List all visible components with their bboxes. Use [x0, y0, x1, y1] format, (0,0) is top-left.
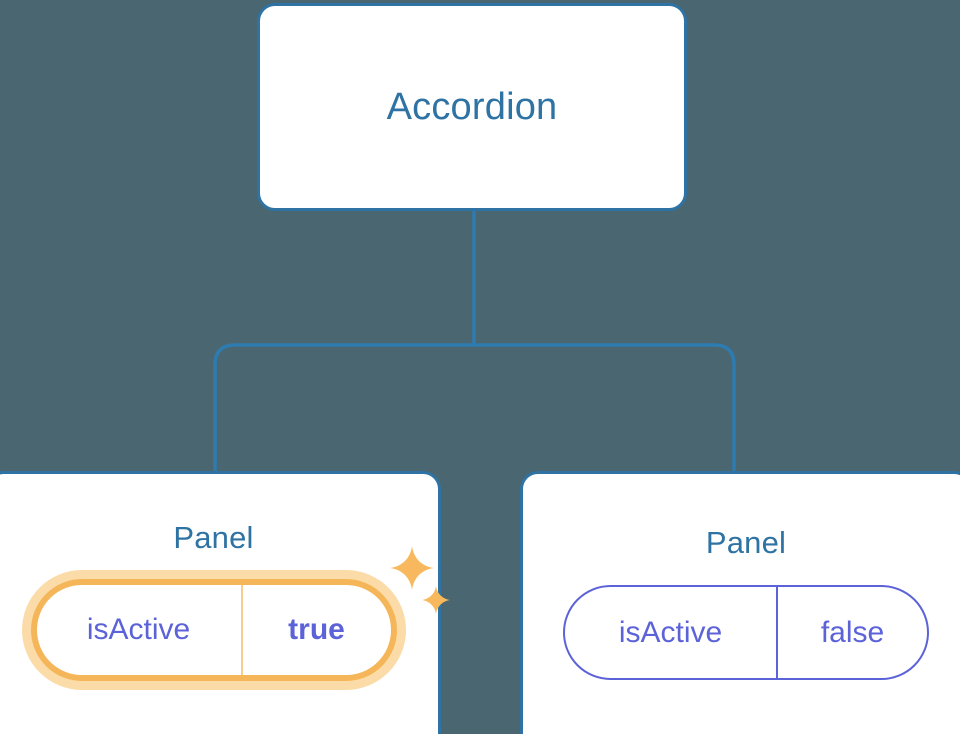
- node-accordion[interactable]: Accordion: [257, 3, 687, 211]
- prop-key: isActive: [37, 585, 243, 675]
- prop-value: true: [288, 613, 345, 646]
- node-panel-active[interactable]: Panel isActive true: [0, 471, 450, 734]
- prop-value: false: [820, 615, 885, 649]
- prop-pill-wrapper-inactive: isActive false: [563, 585, 929, 680]
- connector-branch-bus: [213, 343, 736, 471]
- prop-pill-wrapper-active: isActive true: [30, 546, 450, 681]
- sparkle-icon: [389, 546, 434, 590]
- node-panel-inactive[interactable]: Panel isActive false: [520, 471, 960, 734]
- node-title: Accordion: [386, 85, 558, 128]
- prop-pill-isactive-true[interactable]: isActive true: [30, 579, 397, 681]
- panel-title: Panel: [173, 520, 254, 555]
- panel-title: Panel: [705, 525, 787, 560]
- prop-pill-isactive-false[interactable]: isActive false: [563, 585, 929, 680]
- prop-key: isActive: [565, 587, 778, 678]
